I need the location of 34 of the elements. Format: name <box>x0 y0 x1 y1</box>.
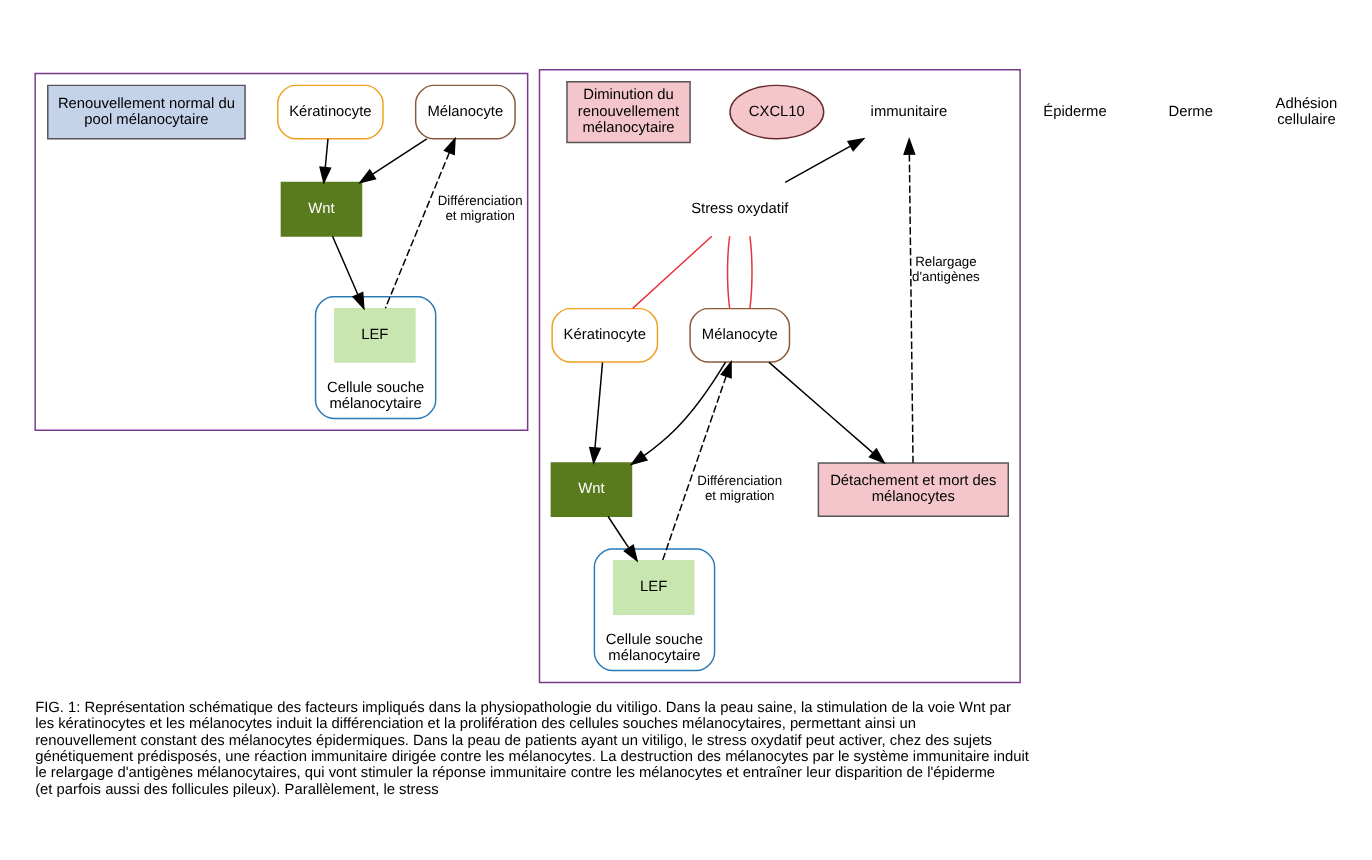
node-box: LEF <box>612 559 695 614</box>
node-box: Diminution du renouvellement mélanocytaire <box>566 79 691 143</box>
connector <box>726 234 731 309</box>
label: Épiderme <box>1043 100 1107 119</box>
cluster <box>34 71 529 430</box>
node-text: Stress oxydatif <box>691 197 789 216</box>
node-ellipse: CXCL10 <box>729 83 825 139</box>
connector <box>632 234 713 309</box>
node-box: Kératinocyte <box>551 306 659 362</box>
node-box: Renouvellement normal du pool mélanocytaire <box>47 83 246 139</box>
node-box: LEF <box>334 306 416 362</box>
arrow <box>331 234 365 310</box>
arrow <box>784 136 866 183</box>
node-box: Mélanocyte <box>414 83 516 139</box>
arrow <box>607 514 639 562</box>
arrow <box>588 360 604 465</box>
node-box: Détachement et mort des mélanocytes <box>817 461 1009 517</box>
arrow <box>768 360 886 464</box>
arrow <box>384 135 456 308</box>
arrow <box>629 360 727 465</box>
node-text: immunitaire <box>870 100 948 119</box>
connector <box>749 234 753 309</box>
node-box: Kératinocyte <box>276 83 384 139</box>
caption: FIG. 1: Représentation schématique des facteurs impliqués dans la physiopathologie du vitiligo. Dans la peau saine, la stimulation de la voie Wnt par les kératinocytes et les mélanocytes induit la différenciation et la prolifération des cellules souches mélanocytaires, permettant ainsi un renouvellement constant des mélanocytes épidermiques. Dans la peau de patients ayant un vitiligo, le stress oxydatif peut activer, chez des sujets génétiquement prédisposés, une réaction immunitaire dirigée contre les mélanocytes. La destruction des mélanocytes par le système immunitaire induit le relargage d'antigènes mélanocytaires, qui vont stimuler la réponse immunitaire contre les mélanocytes et entraîner leur disparition de l'épiderme (et parfois aussi des follicules pileux). Parallèlement, le stress <box>35 697 1029 797</box>
label: Adhésion cellulaire <box>1275 92 1338 127</box>
node-box: Wnt <box>280 180 363 236</box>
node-box: Mélanocyte <box>689 306 791 362</box>
arrow <box>661 358 732 561</box>
label: Derme <box>1168 100 1213 119</box>
arrow <box>903 136 916 463</box>
arrow <box>358 137 428 183</box>
node-box: Wnt <box>550 461 633 517</box>
arrow <box>319 137 332 184</box>
cluster <box>538 68 1021 683</box>
